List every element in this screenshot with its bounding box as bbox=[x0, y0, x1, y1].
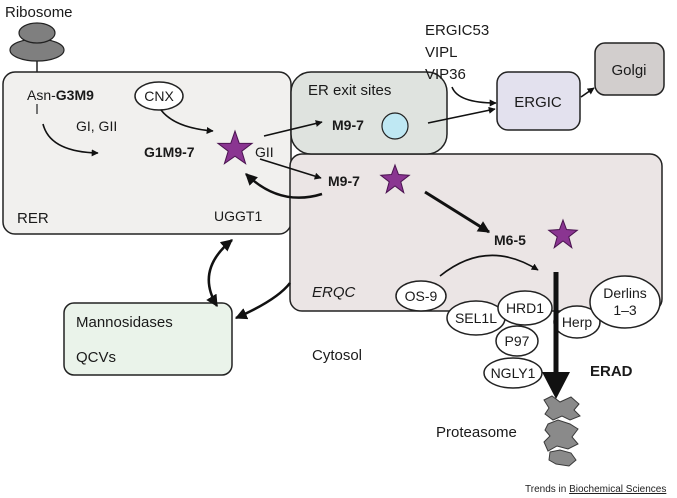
ergic-receptor-1: ERGIC53 bbox=[425, 22, 489, 39]
golgi-label: Golgi bbox=[611, 62, 646, 79]
ngly1-oval bbox=[483, 357, 543, 389]
m97-erqc-label: M9-7 bbox=[328, 173, 360, 189]
p97-oval bbox=[495, 325, 539, 357]
arrow-rer-qcv bbox=[206, 239, 233, 308]
arrow-to-golgi bbox=[580, 87, 595, 98]
qcvs-label: QCVs bbox=[76, 349, 116, 366]
uggt1-label: UGGT1 bbox=[214, 208, 262, 224]
rer-label: RER bbox=[17, 210, 49, 227]
ribosome-label: Ribosome bbox=[5, 4, 73, 21]
arrow-to-ergic bbox=[427, 106, 496, 124]
er-exit-sites-compartment bbox=[290, 71, 448, 155]
qcv-compartment bbox=[63, 302, 233, 376]
os9-oval bbox=[395, 280, 447, 312]
arrow-erqc-to-qcv bbox=[234, 282, 291, 320]
gi-gii-label: GI, GII bbox=[76, 118, 117, 134]
gii-label: GII bbox=[255, 144, 274, 160]
ergic-receptor-3: VIP36 bbox=[425, 66, 466, 83]
ergic-receptor-2: VIPL bbox=[425, 44, 458, 61]
erad-machinery bbox=[395, 275, 661, 389]
ngly1-label: NGLY1 bbox=[491, 365, 536, 381]
arrow-receptors-to-ergic bbox=[451, 86, 497, 107]
rer-compartment bbox=[2, 71, 292, 235]
cytosol-label: Cytosol bbox=[312, 347, 362, 364]
mannosidases-label: Mannosidases bbox=[76, 314, 173, 331]
m97-exit-label: M9-7 bbox=[332, 117, 364, 133]
derlins-label-line1: Derlins bbox=[603, 285, 647, 301]
erqc-label: ERQC bbox=[312, 284, 356, 301]
golgi-compartment bbox=[594, 42, 665, 96]
asn-glycan-label: Asn-G3M9 bbox=[27, 87, 94, 103]
derlins-label-line2: 1–3 bbox=[613, 302, 637, 318]
hrd1-label: HRD1 bbox=[506, 300, 544, 316]
glycoprotein-star-icon-m65 bbox=[547, 218, 579, 249]
cargo-circle-icon bbox=[381, 112, 409, 140]
hrd1-oval bbox=[497, 290, 553, 326]
cnx-oval bbox=[134, 81, 184, 111]
cnx-label: CNX bbox=[144, 88, 174, 104]
sel1l-label: SEL1L bbox=[455, 310, 497, 326]
proteasome-label: Proteasome bbox=[436, 424, 517, 441]
arrow-gi-gii bbox=[42, 123, 99, 157]
erad-arrow-head bbox=[542, 372, 570, 399]
os9-label: OS-9 bbox=[405, 288, 438, 304]
erad-label: ERAD bbox=[590, 363, 633, 380]
derlins-oval bbox=[589, 275, 661, 329]
er-exit-sites-label: ER exit sites bbox=[308, 82, 391, 99]
arrow-m97-to-m65 bbox=[424, 190, 491, 234]
m65-label: M6-5 bbox=[494, 232, 526, 248]
arrow-gii-to-erqc bbox=[259, 158, 322, 180]
ergic-compartment bbox=[496, 71, 581, 131]
herp-label: Herp bbox=[562, 314, 593, 330]
g1m97-label: G1M9-7 bbox=[144, 144, 195, 160]
arrow-to-exit bbox=[263, 120, 323, 137]
arrow-cnx bbox=[160, 109, 214, 134]
arrow-os9-to-m65 bbox=[439, 254, 539, 277]
p97-label: P97 bbox=[505, 333, 530, 349]
glycoprotein-star-icon-m97 bbox=[379, 163, 411, 194]
pathway-arrows bbox=[42, 86, 595, 320]
ergic-label: ERGIC bbox=[514, 94, 562, 111]
ribosome-icon bbox=[9, 22, 65, 82]
journal-credit: Trends in Biochemical Sciences bbox=[525, 484, 666, 495]
glycoprotein-star-icon-g1m97 bbox=[216, 129, 254, 165]
proteasome-icon bbox=[543, 395, 581, 467]
arrow-uggt1 bbox=[245, 173, 323, 199]
